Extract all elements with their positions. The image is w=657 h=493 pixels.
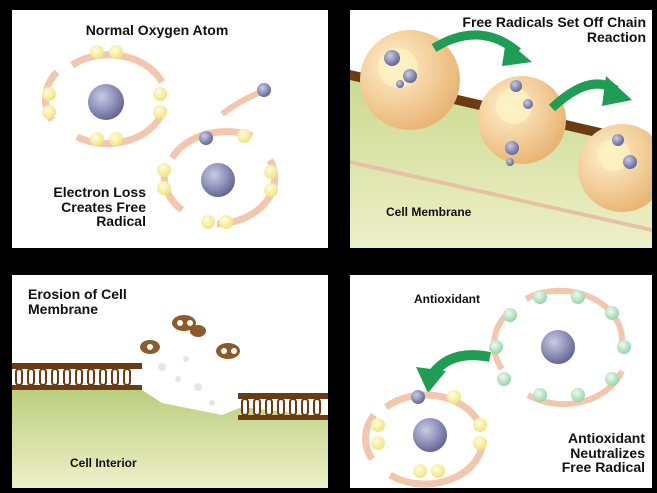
chain-reaction-diagram [350, 30, 652, 248]
panel-chain-reaction: Free Radicals Set Off Chain Reaction Cel… [350, 10, 652, 248]
panel-normal-oxygen: Normal Oxygen Atom Electron Loss Creates… [12, 10, 328, 248]
panel-erosion: Erosion of Cell Membrane Cell Interior [12, 275, 328, 488]
title-line: Reaction [586, 28, 646, 45]
nucleus-icon [541, 330, 575, 364]
caption-line: Electron Loss [53, 184, 146, 200]
panel-title: Erosion of Cell Membrane [28, 287, 127, 316]
interior-label: Cell Interior [70, 456, 137, 470]
caption-line: Neutralizes [570, 444, 645, 461]
membrane-debris [158, 356, 215, 406]
donation-arrow-icon [416, 350, 491, 393]
nucleus-icon [88, 84, 124, 120]
caption-line: Radical [96, 213, 146, 230]
lipid-bilayer [12, 363, 142, 390]
erosion-diagram [12, 315, 328, 488]
electron-group [157, 129, 278, 229]
antioxidant-label: Antioxidant [414, 292, 480, 306]
unpaired-electron-icon [199, 131, 213, 145]
caption-line: Free Radical [561, 459, 645, 476]
title-line: Erosion of Cell [28, 286, 127, 302]
escaping-electron-icon [257, 83, 271, 97]
chain-arrow-icon [548, 76, 632, 112]
atom-orbit [362, 391, 486, 488]
chain-arrow-icon [431, 30, 532, 66]
membrane-line [350, 160, 652, 232]
radical-ball [578, 124, 652, 212]
donated-electron-icon [411, 390, 425, 404]
panel-antioxidant: Antioxidant Antioxidant Neutralizes Free… [350, 275, 652, 488]
electron-group [371, 390, 487, 478]
antioxidant-diagram [362, 287, 631, 488]
radical-ball [478, 76, 566, 166]
panel-title: Free Radicals Set Off Chain Reaction [370, 15, 646, 44]
panel-caption: Electron Loss Creates Free Radical [22, 185, 146, 229]
nucleus-icon [413, 418, 447, 452]
panel-caption: Antioxidant Neutralizes Free Radical [500, 431, 645, 475]
membrane-fragment-icon [140, 315, 240, 359]
title-line: Membrane [28, 300, 99, 317]
antioxidant-electron-group [489, 290, 631, 402]
panel-title: Normal Oxygen Atom [85, 22, 229, 38]
membrane-label: Cell Membrane [386, 205, 472, 219]
electron-group [42, 45, 167, 146]
caption-line: Creates Free [61, 198, 146, 215]
nucleus-icon [201, 163, 235, 197]
normal-oxygen-diagram [41, 45, 279, 229]
title-line: Free Radicals Set Off Chain [462, 14, 646, 30]
caption-line: Antioxidant [568, 430, 645, 446]
electron-trail [220, 89, 263, 117]
lipid-bilayer [238, 393, 328, 420]
radical-ball [360, 30, 460, 130]
